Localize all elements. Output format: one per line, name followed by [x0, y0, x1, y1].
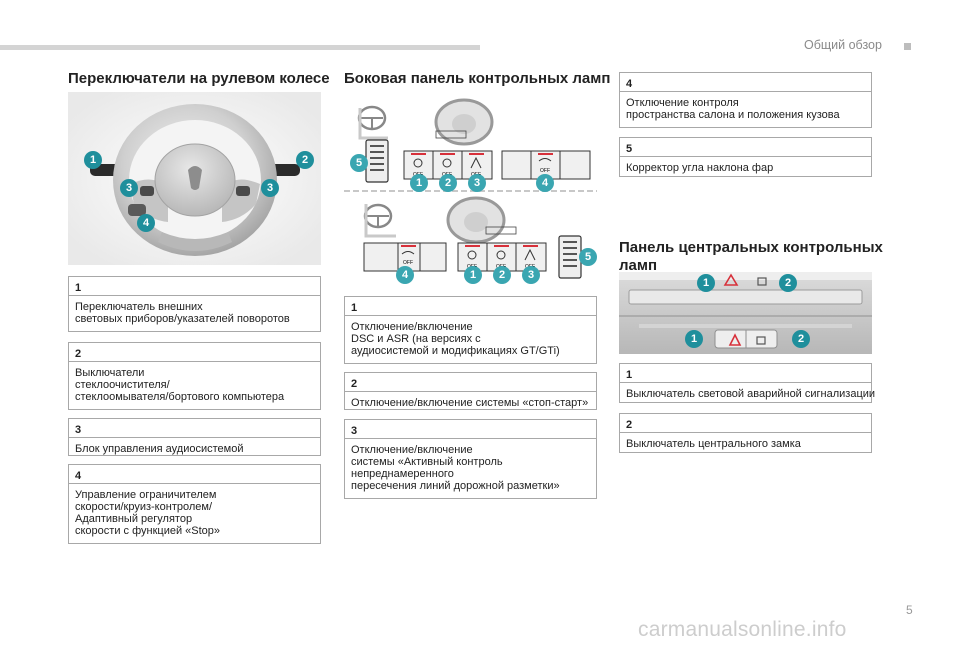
central-panel-title: Панель центральных контрольных ламп	[619, 239, 883, 275]
section-header: Общий обзор	[804, 38, 882, 52]
item-number: 3	[69, 419, 320, 438]
title-line: ламп	[619, 257, 658, 274]
item-text-line: Выключатели	[75, 367, 145, 379]
side-panel-title: Боковая панель контрольных ламп	[344, 70, 611, 87]
steering-wheel-icon	[434, 98, 494, 146]
item-text-line: световых приборов/указателей поворотов	[75, 313, 290, 325]
item-number: 2	[69, 343, 320, 362]
callout-1-top: 1	[697, 274, 715, 292]
callout-1-bottom: 1	[464, 266, 482, 284]
item-number: 5	[620, 138, 871, 157]
item-text-line: непреднамеренного	[351, 468, 454, 480]
item-number: 4	[620, 73, 871, 92]
steering-wheel-icon	[446, 196, 506, 244]
steering-item-2: 2 Выключатели стеклоочистителя/ стеклоом…	[68, 342, 321, 410]
steering-title: Переключатели на рулевом колесе	[68, 70, 330, 87]
item-text-line: Управление ограничителем	[75, 489, 217, 501]
header-marker	[904, 43, 911, 50]
lock-icon	[756, 336, 766, 345]
callout-1-top: 1	[410, 174, 428, 192]
callout-2-top: 2	[439, 174, 457, 192]
item-number: 2	[345, 373, 596, 392]
item-number: 1	[620, 364, 871, 383]
item-text-line: Отключение контроля	[626, 97, 739, 109]
off-label: OFF	[403, 260, 413, 266]
hazard-triangle-icon	[723, 273, 739, 286]
item-text-line: системы «Активный контроль	[351, 456, 503, 468]
side-item-3: 3 Отключение/включение системы «Активный…	[344, 419, 597, 499]
side-item-4: 4 Отключение контроля пространства салон…	[619, 72, 872, 128]
item-number: 1	[69, 277, 320, 296]
central-item-2: 2 Выключатель центрального замка	[619, 413, 872, 453]
item-text-line: Отключение/включение системы «стоп-старт…	[351, 397, 589, 409]
item-text-line: Отключение/включение	[351, 321, 473, 333]
item-number: 3	[345, 420, 596, 439]
item-text-line: Адаптивный регулятор	[75, 513, 193, 525]
hazard-triangle-icon	[728, 333, 742, 346]
item-text-line: стеклоомывателя/бортового компьютера	[75, 391, 285, 403]
page-number: 5	[906, 603, 913, 617]
callout-3-left: 3	[120, 179, 138, 197]
item-text-line: Блок управления аудиосистемой	[75, 443, 244, 455]
callout-2: 2	[296, 151, 314, 169]
off-label: OFF	[540, 168, 550, 174]
steering-item-3: 3 Блок управления аудиосистемой	[68, 418, 321, 456]
title-line: Панель центральных контрольных	[619, 239, 883, 256]
steering-wheel-icon	[357, 105, 388, 140]
side-item-1: 1 Отключение/включение DSC и ASR (на вер…	[344, 296, 597, 364]
item-text-line: Корректор угла наклона фар	[626, 162, 774, 174]
item-text-line: пересечения линий дорожной разметки»	[351, 480, 560, 492]
central-panel-image: 1 2 1 2	[619, 272, 872, 354]
side-item-2: 2 Отключение/включение системы «стоп-ста…	[344, 372, 597, 410]
callout-3-right: 3	[261, 179, 279, 197]
side-panel-diagram: OFF OFF OFF OFF OFF	[344, 96, 597, 288]
item-number: 2	[620, 414, 871, 433]
callout-4: 4	[137, 214, 155, 232]
callout-2-bottom: 2	[493, 266, 511, 284]
item-text-line: Выключатель световой аварийной сигнализа…	[626, 388, 876, 400]
item-text-line: Выключатель центрального замка	[626, 438, 801, 450]
item-text-line: стеклоочистителя/	[75, 379, 170, 391]
callout-5-top: 5	[350, 154, 368, 172]
side-item-5: 5 Корректор угла наклона фар	[619, 137, 872, 177]
item-text-line: DSC и ASR (на версиях с	[351, 333, 481, 345]
callout-2-bottom: 2	[792, 330, 810, 348]
steering-wheel-image: 1 2 3 3 4	[68, 92, 321, 265]
lock-icon	[757, 277, 767, 286]
item-text-line: пространства салона и положения кузова	[626, 109, 840, 121]
callout-2-top: 2	[779, 274, 797, 292]
callout-4-top: 4	[536, 174, 554, 192]
callout-3-top: 3	[468, 174, 486, 192]
watermark: carmanualsonline.info	[638, 618, 847, 641]
item-number: 1	[345, 297, 596, 316]
steering-item-1: 1 Переключатель внешних световых приборо…	[68, 276, 321, 332]
item-text-line: аудиосистемой и модификациях GT/GTi)	[351, 345, 560, 357]
central-item-1: 1 Выключатель световой аварийной сигнали…	[619, 363, 876, 403]
steering-wheel-icon	[68, 92, 321, 265]
item-text-line: скорости/круиз-контролем/	[75, 501, 213, 513]
steering-item-4: 4 Управление ограничителем скорости/круи…	[68, 464, 321, 544]
steering-wheel-icon	[363, 203, 396, 238]
callout-5-bottom: 5	[579, 248, 597, 266]
item-text-line: Отключение/включение	[351, 444, 473, 456]
callout-3-bottom: 3	[522, 266, 540, 284]
header-rule	[0, 45, 480, 50]
item-number: 4	[69, 465, 320, 484]
item-text-line: Переключатель внешних	[75, 301, 203, 313]
item-text-line: скорости с функцией «Stop»	[75, 525, 221, 537]
callout-4-bottom: 4	[396, 266, 414, 284]
callout-1-bottom: 1	[685, 330, 703, 348]
callout-1: 1	[84, 151, 102, 169]
